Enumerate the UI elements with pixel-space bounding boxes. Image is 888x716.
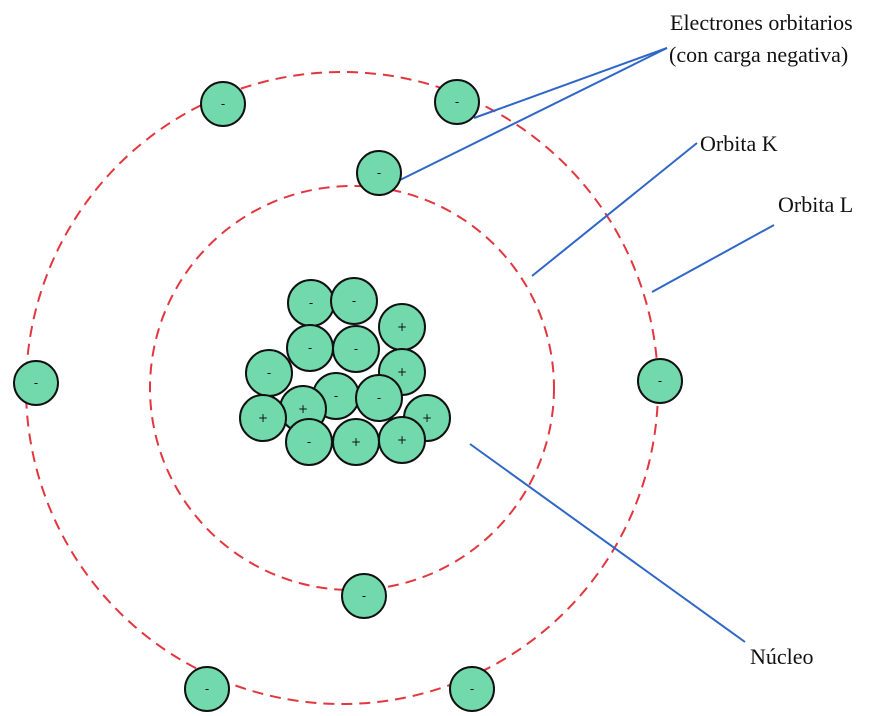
nucleus-particle-3: + — [378, 303, 426, 351]
label-electrons-line1: Electrones orbitarios — [670, 10, 853, 35]
label-orbit-l: Orbita L — [778, 192, 853, 217]
electrons: - - - - - - - - — [13, 79, 683, 712]
nucleus-particle-14-sign: + — [351, 435, 361, 449]
leader-line-orbit-l — [651, 224, 775, 293]
electron-l-top-left-sign: - — [221, 97, 225, 111]
nucleus-particle-9-circle — [355, 374, 403, 422]
nucleus-particle-2: - — [330, 277, 378, 325]
electron-l-bottom-left: - — [184, 666, 230, 712]
leader-line-electron-k — [397, 47, 668, 182]
leader-line-electron-l — [473, 47, 668, 119]
nucleus-particle-7-sign: + — [397, 365, 407, 379]
nucleus-particle-5-circle — [332, 325, 380, 373]
label-nucleus: Núcleo — [750, 644, 814, 669]
electron-k-bottom: - — [341, 573, 387, 619]
electron-k-top-sign: - — [377, 166, 381, 180]
nucleus-particle-5: - — [332, 325, 380, 373]
label-orbit-k: Orbita K — [700, 131, 778, 156]
electron-l-left: - — [13, 360, 59, 406]
electron-k-top-circle — [356, 150, 402, 196]
electron-l-left-sign: - — [34, 376, 38, 390]
electron-l-top-left-circle — [200, 81, 246, 127]
electron-l-right: - — [637, 358, 683, 404]
nucleus-particle-5-sign: - — [354, 342, 358, 356]
electron-l-bottom-right-sign: - — [470, 682, 474, 696]
nucleus-particle-15: + — [378, 416, 426, 464]
electron-l-top-right-circle — [434, 79, 480, 125]
leader-line-orbit-k — [531, 142, 698, 277]
label-electrons-line2: (con carga negativa) — [669, 42, 848, 67]
electron-k-bottom-circle — [341, 573, 387, 619]
electron-k-bottom-sign: - — [362, 589, 366, 603]
nucleus-particle-13: - — [285, 418, 333, 466]
nucleus-particle-6-sign: - — [267, 366, 271, 380]
electron-l-right-circle — [637, 358, 683, 404]
nucleus-particle-15-sign: + — [397, 433, 407, 447]
nucleus-particle-10-sign: + — [298, 402, 308, 416]
electron-k-top: - — [356, 150, 402, 196]
electron-l-bottom-right-circle — [449, 666, 495, 712]
electron-l-bottom-right: - — [449, 666, 495, 712]
nucleus-particle-2-circle — [330, 277, 378, 325]
nucleus-particle-6: - — [245, 349, 293, 397]
electron-l-bottom-left-circle — [184, 666, 230, 712]
nucleus-particle-2-sign: - — [352, 294, 356, 308]
electron-l-top-right: - — [434, 79, 480, 125]
nucleus: - - + - - - + - - + + + - + + — [239, 277, 451, 466]
nucleus-particle-9-sign: - — [377, 391, 381, 405]
nucleus-particle-13-sign: - — [307, 435, 311, 449]
nucleus-particle-11-circle — [239, 394, 287, 442]
nucleus-particle-4: - — [286, 324, 334, 372]
leader-line-nucleus — [469, 443, 746, 643]
nucleus-particle-4-sign: - — [308, 341, 312, 355]
electron-l-right-sign: - — [658, 374, 662, 388]
nucleus-particle-11-sign: + — [258, 411, 268, 425]
nucleus-particle-1-sign: - — [309, 296, 313, 310]
nucleus-particle-1: - — [287, 279, 335, 327]
nucleus-particle-11: + — [239, 394, 287, 442]
nucleus-particle-9: - — [355, 374, 403, 422]
nucleus-particle-3-sign: + — [397, 320, 407, 334]
electron-l-top-left: - — [200, 81, 246, 127]
electron-l-left-circle — [13, 360, 59, 406]
nucleus-particle-12-sign: + — [422, 411, 432, 425]
nucleus-particle-8-sign: - — [334, 389, 338, 403]
nucleus-particle-15-circle — [378, 416, 426, 464]
nucleus-particle-14: + — [332, 418, 380, 466]
orbit-k-ring — [149, 185, 555, 591]
electron-l-top-right-sign: - — [455, 95, 459, 109]
electron-l-bottom-left-sign: - — [205, 682, 209, 696]
